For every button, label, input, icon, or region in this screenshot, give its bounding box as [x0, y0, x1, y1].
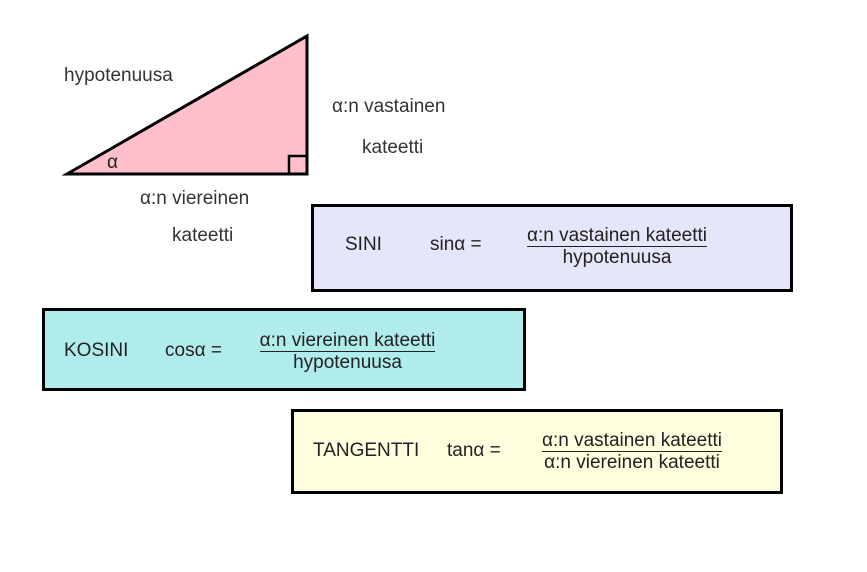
- tangent-name: TANGENTTI: [313, 440, 420, 461]
- cosine-fraction: α:n viereinen kateetti hypotenuusa: [234, 331, 461, 372]
- angle-label: α: [107, 152, 118, 173]
- cosine-denominator: hypotenuusa: [293, 352, 402, 373]
- opposite-label-line1: α:n vastainen: [332, 96, 446, 117]
- sine-name: SINI: [345, 234, 382, 255]
- tangent-fraction: α:n vastainen kateetti α:n viereinen kat…: [518, 431, 746, 472]
- sine-numerator: α:n vastainen kateetti: [527, 225, 707, 247]
- sine-box: [311, 204, 793, 292]
- tangent-numerator: α:n vastainen kateetti: [542, 430, 722, 452]
- cosine-numerator: α:n viereinen kateetti: [259, 330, 436, 352]
- cosine-box: [42, 308, 526, 391]
- cosine-name: KOSINI: [64, 340, 129, 361]
- opposite-label-line2: kateetti: [362, 137, 424, 158]
- adjacent-label-line2: kateetti: [172, 225, 234, 246]
- sine-fraction: α:n vastainen kateetti hypotenuusa: [503, 226, 731, 267]
- right-angle-marker: [287, 154, 309, 176]
- sine-lhs: sinα =: [430, 234, 482, 255]
- tangent-lhs: tanα =: [447, 440, 501, 461]
- adjacent-label-line1: α:n viereinen: [140, 188, 250, 209]
- hypotenuse-label: hypotenuusa: [64, 65, 173, 86]
- sine-denominator: hypotenuusa: [562, 247, 672, 268]
- cosine-lhs: cosα =: [165, 340, 222, 361]
- triangle-shape: [61, 33, 309, 176]
- tangent-denominator: α:n viereinen kateetti: [544, 452, 720, 473]
